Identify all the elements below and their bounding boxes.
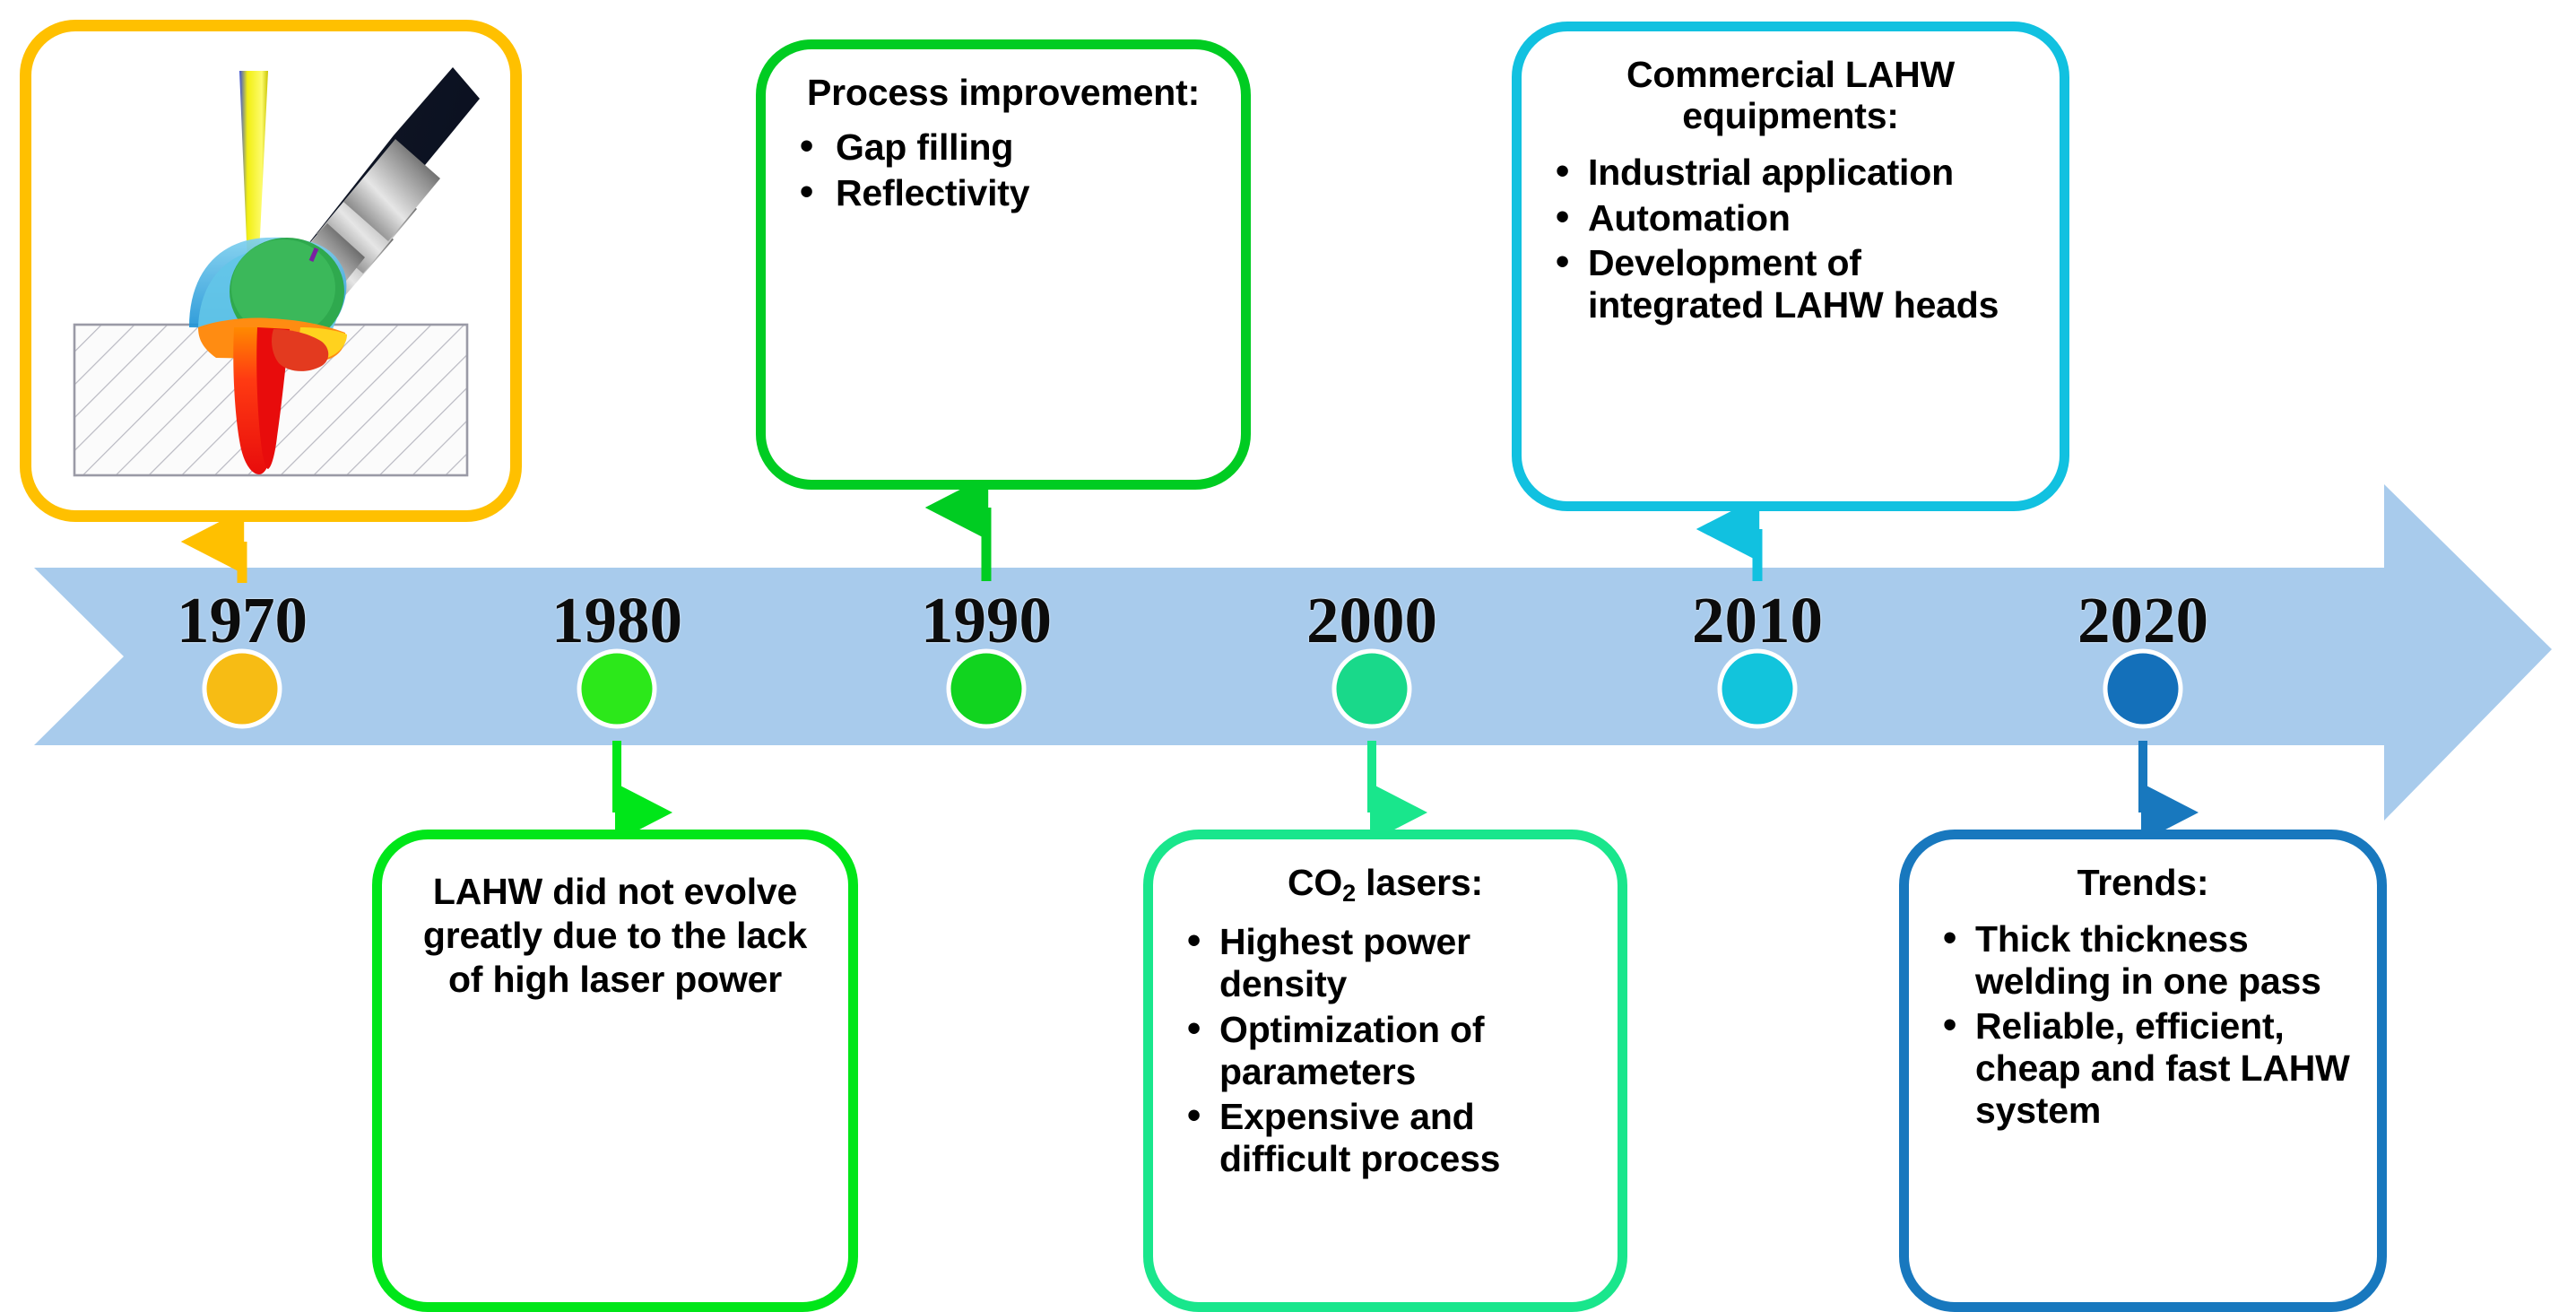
year-label-2010: 2010 <box>1692 584 1823 656</box>
milestone-dot-2000 <box>1331 648 1412 729</box>
callout-title: Trends: <box>2077 862 2209 903</box>
milestone-dot-2020 <box>2103 648 2183 729</box>
bullet-item: Gap filling <box>793 125 1214 169</box>
callout-title: Commercial LAHW equipments: <box>1626 54 1956 136</box>
year-label-2000: 2000 <box>1306 584 1437 656</box>
callout-bullet-list: Highest power density Optimization of pa… <box>1180 919 1591 1183</box>
milestone-dot-1970 <box>202 648 282 729</box>
callout-commercial-equipments: Commercial LAHW equipments: Industrial a… <box>1512 22 2069 511</box>
milestone-dot-1990 <box>946 648 1027 729</box>
welding-illustration-box <box>20 20 522 522</box>
callout-bullet-list: Industrial application Automation Develo… <box>1548 150 2033 330</box>
bullet-item: Industrial application <box>1548 150 2033 194</box>
bullet-item: Automation <box>1548 195 2033 239</box>
year-label-1980: 1980 <box>551 584 682 656</box>
co2-prefix: CO <box>1288 862 1343 903</box>
bullet-item: Optimization of parameters <box>1180 1007 1591 1092</box>
callout-process-improvement: Process improvement: Gap filling Reflect… <box>756 39 1251 490</box>
callout-lack-of-laser-power: LAHW did not evolve greatly due to the l… <box>372 830 858 1312</box>
bullet-item: Reliable, efficient, cheap and fast LAHW… <box>1936 1004 2350 1131</box>
callout-trends: Trends: Thick thickness welding in one p… <box>1899 830 2387 1312</box>
bullet-item: Expensive and difficult process <box>1180 1094 1591 1179</box>
bullet-item: Reflectivity <box>793 170 1214 214</box>
laser-hybrid-welding-icon <box>73 67 480 477</box>
callout-co2-lasers: CO2 lasers: Highest power density Optimi… <box>1143 830 1627 1312</box>
callout-bullet-list: Gap filling Reflectivity <box>793 125 1214 217</box>
milestone-dot-1980 <box>577 648 657 729</box>
co2-subscript: 2 <box>1342 880 1356 908</box>
timeline-arrow-shape <box>34 484 2552 821</box>
bullet-item: Thick thickness welding in one pass <box>1936 917 2350 1002</box>
callout-title: CO2 lasers: <box>1180 862 1591 908</box>
year-label-1990: 1990 <box>921 584 1052 656</box>
year-label-1970: 1970 <box>177 584 308 656</box>
callout-bullet-list: Thick thickness welding in one pass Reli… <box>1936 917 2350 1135</box>
milestone-dot-2010 <box>1717 648 1798 729</box>
year-label-2020: 2020 <box>2077 584 2208 656</box>
bullet-item: Highest power density <box>1180 919 1591 1004</box>
callout-title: Process improvement: <box>806 72 1201 113</box>
co2-suffix: lasers: <box>1355 862 1483 903</box>
callout-title: LAHW did not evolve greatly due to the l… <box>422 871 808 1001</box>
bullet-item: Development of integrated LAHW heads <box>1548 240 2033 326</box>
